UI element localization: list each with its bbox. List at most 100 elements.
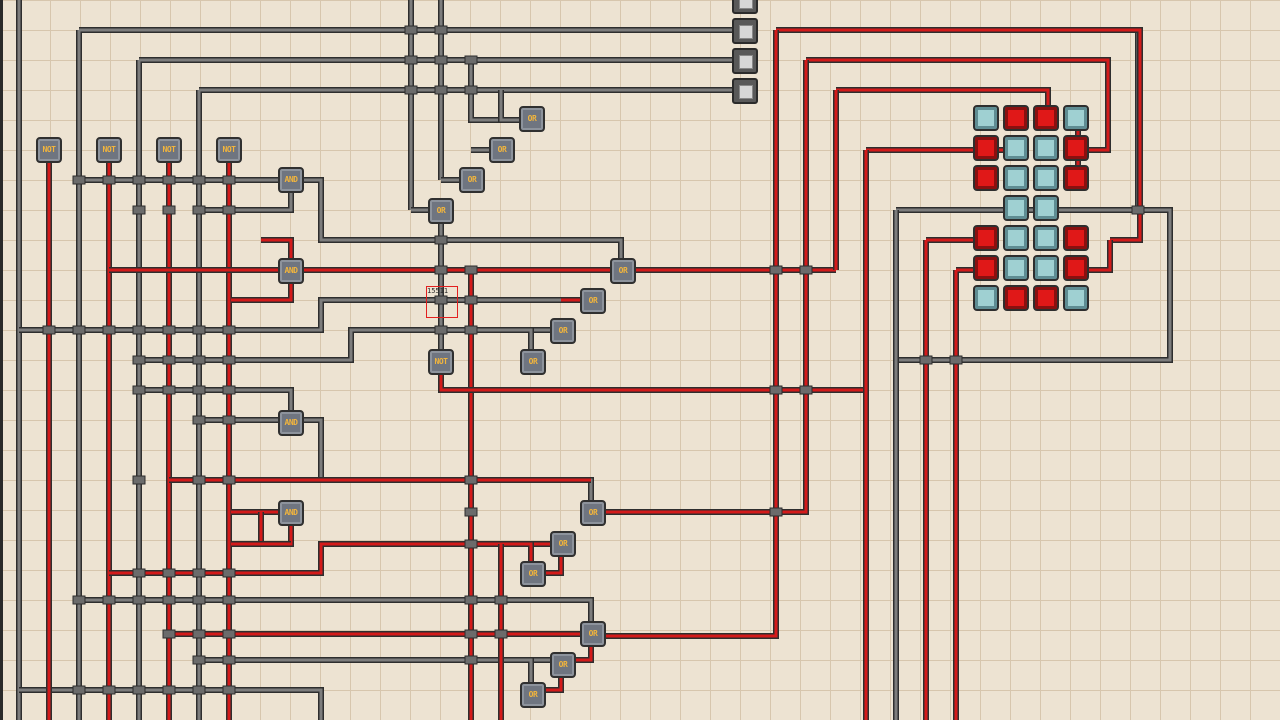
wire-junction-80 [192,655,206,665]
display-segment-r2c3 [1033,135,1059,161]
wire-junction-31 [464,55,478,65]
or-gate-label: OR [588,508,598,517]
input-switch-2[interactable] [732,18,758,44]
wire-off-19 [139,388,293,420]
wire-on-12-outline [591,30,779,639]
or-gate-8[interactable]: OR [520,349,546,375]
or-gate-label: OR [588,296,598,305]
display-segment-r6c1 [973,255,999,281]
and-gate-1[interactable]: AND [278,167,304,193]
wire-junction-1 [72,325,86,335]
wire-junction-73 [222,568,236,578]
wire-junction-39 [464,265,478,275]
wire-on-13 [806,58,1110,152]
display-segment-r3c4 [1063,165,1089,191]
or-gate-5[interactable]: OR [610,258,636,284]
wire-junction-72 [192,568,206,578]
not-gate-label: NOT [42,145,56,154]
or-gate-12[interactable]: OR [580,621,606,647]
wire-junction-6 [222,325,236,335]
or-gate-label: OR [528,569,538,578]
wire-junction-14 [162,205,176,215]
or-gate-3[interactable]: OR [459,167,485,193]
wire-junction-45 [799,385,813,395]
wire-junction-10 [162,175,176,185]
display-segment-r6c2 [1003,255,1029,281]
wire-junction-3 [132,325,146,335]
wire-junction-64 [464,629,478,639]
selection-box [426,286,458,318]
or-gate-label: OR [558,539,568,548]
or-gate-9[interactable]: OR [580,500,606,526]
input-switch-1[interactable] [732,0,758,14]
wire-junction-42 [769,265,783,275]
display-segment-r7c4 [1063,285,1089,311]
input-switch-4[interactable] [732,78,758,104]
wire-on-20-outline [953,267,988,720]
wire-junction-81 [222,655,236,665]
wire-junction-28 [434,25,448,35]
wire-junction-59 [464,475,478,485]
or-gate-6[interactable]: OR [580,288,606,314]
or-gate-11[interactable]: OR [520,561,546,587]
wire-off-22-outline [79,597,594,630]
not-gate-2[interactable]: NOT [96,137,122,163]
or-gate-13[interactable]: OR [550,652,576,678]
and-gate-2[interactable]: AND [278,258,304,284]
input-switch-3[interactable] [732,48,758,74]
or-gate-label: OR [527,114,537,123]
not-gate-3[interactable]: NOT [156,137,182,163]
display-segment-r6c3 [1033,255,1059,281]
wire-junction-58 [222,685,236,695]
wire-junction-22 [162,385,176,395]
wire-junction-4 [162,325,176,335]
wire-on-26 [109,542,561,575]
wire-junction-74 [162,629,176,639]
display-segment-r3c1 [973,165,999,191]
display-segment-r1c2 [1003,105,1029,131]
or-gate-1[interactable]: OR [519,106,545,132]
wire-junction-69 [1131,205,1145,215]
not-gate-5[interactable]: NOT [428,349,454,375]
or-gate-label: OR [436,206,446,215]
display-segment-r2c1 [973,135,999,161]
wire-on-20 [954,268,988,720]
wire-junction-37 [434,295,448,305]
and-gate-3[interactable]: AND [278,410,304,436]
wire-junction-12 [222,175,236,185]
wire-junction-17 [132,355,146,365]
or-gate-10[interactable]: OR [550,531,576,557]
or-gate-2[interactable]: OR [489,137,515,163]
wire-junction-54 [102,685,116,695]
wire-junction-47 [72,595,86,605]
display-segment-r1c3 [1033,105,1059,131]
wire-junction-53 [72,685,86,695]
wire-junction-62 [464,595,478,605]
wire-junction-41 [464,325,478,335]
wire-junction-5 [192,325,206,335]
or-gate-14[interactable]: OR [520,682,546,708]
wire-junctions [42,25,1145,695]
wire-junction-76 [222,629,236,639]
display-segment-r1c4 [1063,105,1089,131]
wire-junction-9 [132,175,146,185]
wire-junction-40 [464,295,478,305]
wire-off-22 [79,598,593,630]
wire-junction-43 [799,265,813,275]
wire-junction-56 [162,685,176,695]
not-gate-4[interactable]: NOT [216,137,242,163]
wire-junction-34 [464,85,478,95]
and-gate-4[interactable]: AND [278,500,304,526]
wire-junction-20 [222,355,236,365]
wire-junction-7 [72,175,86,185]
display-segment-r7c1 [973,285,999,311]
wire-junction-35 [434,235,448,245]
or-gate-7[interactable]: OR [550,318,576,344]
or-gate-4[interactable]: OR [428,198,454,224]
wire-junction-24 [222,385,236,395]
not-gate-1[interactable]: NOT [36,137,62,163]
and-gate-label: AND [284,266,298,275]
and-gate-label: AND [284,175,298,184]
wire-junction-71 [162,568,176,578]
